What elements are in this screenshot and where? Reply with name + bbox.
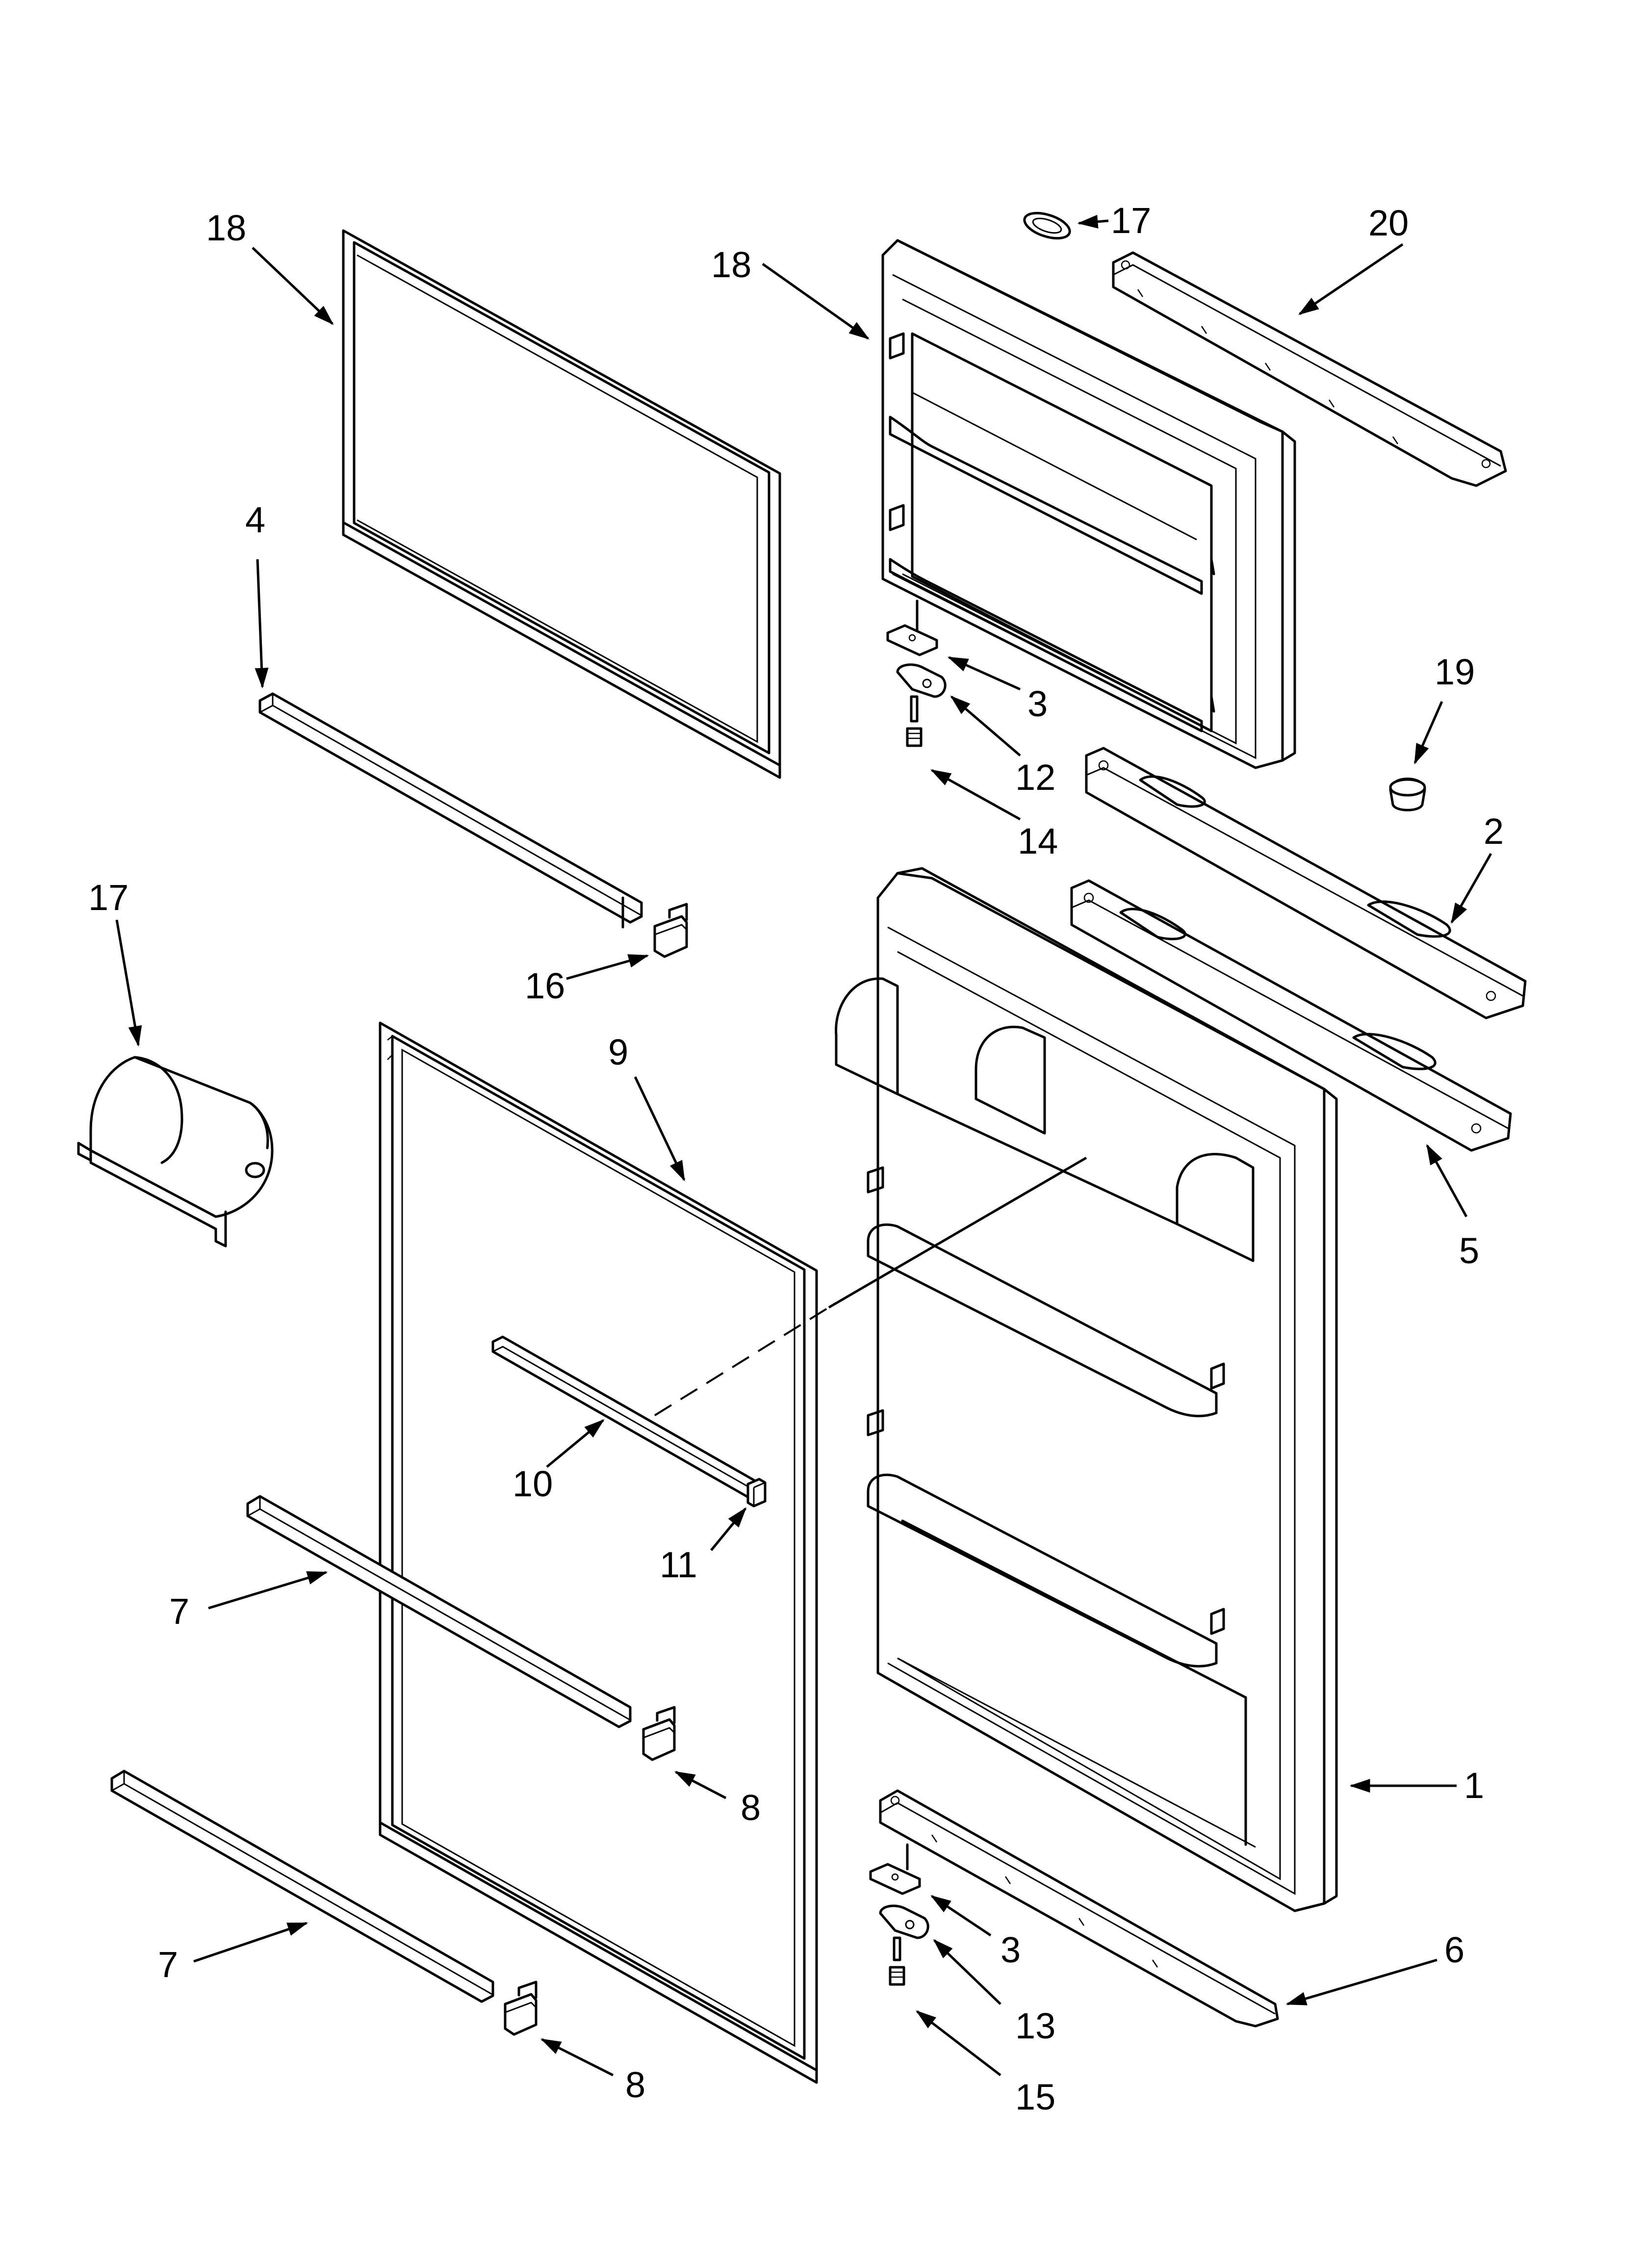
leader-12 xyxy=(566,954,649,980)
part-11-clip xyxy=(746,1478,767,1508)
callout-7-lower: 7 xyxy=(158,1944,178,1985)
leader-8-upper xyxy=(674,1771,727,1799)
callout-8-upper: 8 xyxy=(741,1787,761,1828)
leader-15 xyxy=(762,262,870,340)
callout-labels: 18 4 16 17 9 10 11 7 8 7 8 18 17 20 19 2… xyxy=(88,200,1504,2117)
leader-5 xyxy=(1426,1144,1468,1218)
leader-11 xyxy=(710,1507,747,1551)
callout-13: 17 xyxy=(1111,200,1151,241)
part-13-plug xyxy=(1023,211,1071,240)
callout-18-upper: 14 xyxy=(1018,821,1058,861)
part-1-fresh-food-door xyxy=(835,867,1338,1912)
hinge-set-lower xyxy=(869,1843,929,1986)
leader-17-lower xyxy=(933,1939,1001,2005)
leader-16 xyxy=(252,247,334,325)
leader-20 xyxy=(1298,243,1404,315)
leader-lines xyxy=(115,214,1492,2077)
leader-6 xyxy=(1285,1958,1437,2006)
leader-7-lower xyxy=(193,1922,308,1963)
part-19-button-plug xyxy=(1389,778,1426,811)
callout-12: 16 xyxy=(525,965,565,1006)
callout-15: 18 xyxy=(711,244,751,285)
callout-19: 19 xyxy=(1435,652,1475,692)
part-20-freezer-handle xyxy=(1112,251,1507,487)
callout-9: 9 xyxy=(608,1032,628,1072)
leader-10 xyxy=(546,1419,605,1468)
callout-1: 1 xyxy=(1464,1765,1484,1806)
part-8-upper-rail-cap xyxy=(642,1706,676,1761)
callout-4: 4 xyxy=(245,499,265,540)
callout-5: 5 xyxy=(1459,1230,1479,1271)
leader-2 xyxy=(1450,853,1492,924)
callout-8-lower: 8 xyxy=(625,2064,645,2105)
callout-2: 2 xyxy=(1484,811,1504,852)
part-9-fresh-food-gasket xyxy=(379,1021,818,2084)
alignment-line xyxy=(828,1156,1087,1309)
callout-3-upper: 3 xyxy=(1027,683,1048,724)
part-5-handle-lower xyxy=(1070,879,1512,1152)
callout-3-lower: 3 xyxy=(1001,1929,1021,1970)
part-15-freezer-door xyxy=(881,239,1296,769)
callout-7-upper: 7 xyxy=(169,1591,189,1632)
leader-9 xyxy=(634,1076,686,1182)
callout-17-lower: 13 xyxy=(1015,2006,1055,2046)
part-8-lower-rail-cap xyxy=(504,1981,538,2036)
hinge-set-upper xyxy=(886,600,947,747)
callout-11: 11 xyxy=(660,1544,697,1585)
callout-14: 17 xyxy=(88,877,128,918)
callout-17-upper: 12 xyxy=(1015,757,1055,798)
part-2-handle-upper xyxy=(1085,747,1527,1019)
part-7-upper-door-rail xyxy=(246,1495,632,1728)
leader-14 xyxy=(115,919,142,1047)
leader-8-lower xyxy=(540,2038,614,2077)
leader-3-lower xyxy=(930,1895,992,1937)
callout-18-lower: 15 xyxy=(1015,2077,1055,2117)
part-14-cover xyxy=(77,1056,274,1248)
alignment-dash-line xyxy=(654,1306,830,1416)
callout-10: 10 xyxy=(513,1463,553,1504)
callout-6: 6 xyxy=(1444,1929,1464,1970)
part-6-bottom-trim xyxy=(879,1789,1279,2028)
callout-20: 20 xyxy=(1368,203,1409,243)
part-12-rail-cap xyxy=(653,903,688,958)
callout-16: 18 xyxy=(206,208,246,248)
leader-17-upper xyxy=(950,695,1021,756)
leader-18-upper xyxy=(930,769,1021,821)
leader-3-upper xyxy=(947,656,1021,691)
part-16-freezer-gasket xyxy=(342,229,781,779)
leader-7-upper xyxy=(208,1571,328,1610)
leader-4 xyxy=(255,559,269,689)
leader-13 xyxy=(1077,214,1109,229)
leader-19 xyxy=(1413,701,1443,765)
part-7-lower-door-rail xyxy=(110,1770,494,2003)
part-4-freezer-rail xyxy=(258,692,643,929)
leader-18-lower xyxy=(916,2010,1001,2076)
